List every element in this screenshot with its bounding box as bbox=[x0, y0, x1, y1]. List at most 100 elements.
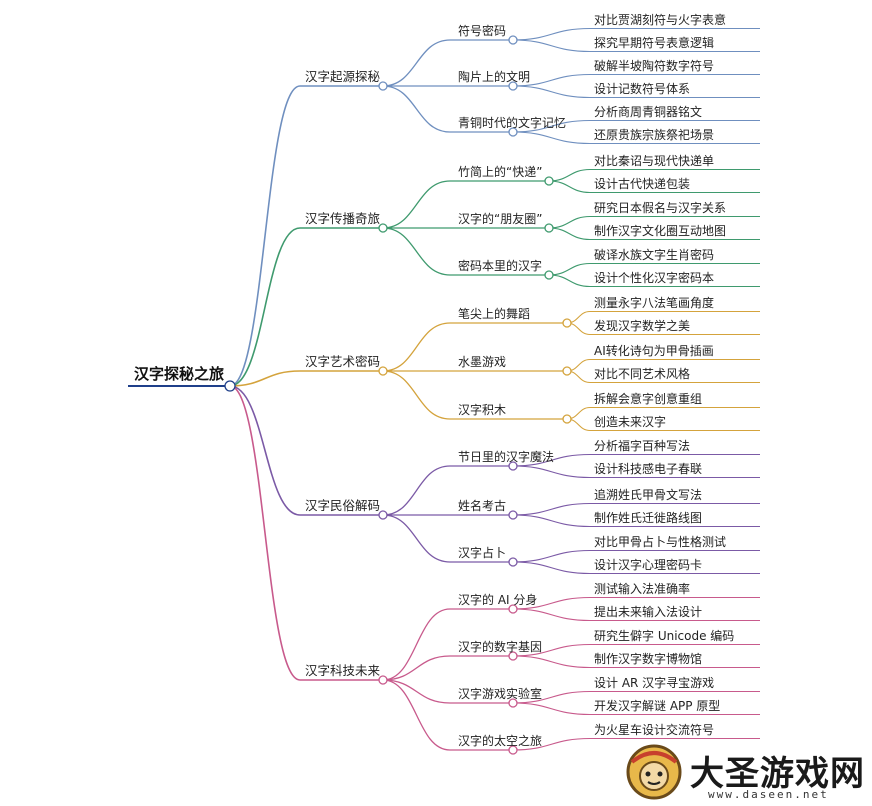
topic-node-icon bbox=[544, 223, 554, 233]
leaf-label: 开发汉字解谜 APP 原型 bbox=[594, 698, 721, 713]
branch-label: 汉字艺术密码 bbox=[305, 354, 381, 369]
connector-line bbox=[382, 679, 451, 704]
connector-line bbox=[512, 73, 591, 87]
branch-node-icon bbox=[378, 675, 388, 685]
connector-line bbox=[229, 370, 301, 387]
topic-node-icon bbox=[508, 698, 518, 708]
connector-line bbox=[382, 608, 451, 681]
connector-line bbox=[382, 180, 451, 229]
topic-label: 陶片上的文明 bbox=[458, 70, 531, 84]
connector-line bbox=[382, 39, 451, 87]
connector-line bbox=[512, 502, 591, 516]
topic-node-icon bbox=[508, 35, 518, 45]
connector-line bbox=[548, 180, 591, 194]
leaf-label: 设计汉字心理密码卡 bbox=[594, 557, 703, 572]
topic-node-icon bbox=[508, 81, 518, 91]
topic-label: 姓名考古 bbox=[458, 499, 507, 513]
leaf-label: 测试输入法准确率 bbox=[594, 581, 691, 596]
watermark-url: www.daseen.net bbox=[708, 788, 829, 801]
connector-line bbox=[229, 385, 301, 516]
root-node-label: 汉字探秘之旅 bbox=[134, 365, 225, 383]
topic-node-icon bbox=[508, 651, 518, 661]
connector-line bbox=[512, 690, 591, 704]
connector-line bbox=[382, 465, 451, 516]
leaf-label: 还原贵族宗族祭祀场景 bbox=[594, 127, 715, 142]
leaf-label: 为火星车设计交流符号 bbox=[594, 722, 715, 737]
leaf-label: 破解半坡陶符数字符号 bbox=[594, 58, 715, 73]
connector-line bbox=[229, 385, 301, 681]
topic-label: 竹简上的“快递” bbox=[458, 165, 543, 179]
branch-label: 汉字传播奇旅 bbox=[305, 211, 381, 226]
topic-label: 水墨游戏 bbox=[458, 355, 507, 369]
topic-node-icon bbox=[544, 176, 554, 186]
connector-line bbox=[512, 514, 591, 528]
watermark: 大圣游戏网 www.daseen.net bbox=[622, 740, 872, 806]
leaf-label: 制作汉字数字博物馆 bbox=[594, 651, 703, 666]
connector-line bbox=[382, 679, 451, 751]
connector-line bbox=[229, 227, 301, 387]
connector-line bbox=[548, 168, 591, 182]
topic-label: 汉字的 AI 分身 bbox=[458, 593, 538, 607]
leaf-label: 分析福字百种写法 bbox=[594, 438, 691, 453]
connector-line bbox=[382, 227, 451, 276]
connector-line bbox=[548, 227, 591, 241]
connector-line bbox=[382, 322, 451, 372]
leaf-label: 制作姓氏迁徙路线图 bbox=[594, 510, 703, 525]
connector-line bbox=[512, 27, 591, 41]
branch-label: 汉字民俗解码 bbox=[305, 498, 381, 513]
topic-label: 青铜时代的文字记忆 bbox=[458, 116, 567, 130]
connector-line bbox=[512, 643, 591, 657]
topic-label: 汉字的“朋友圈” bbox=[458, 212, 543, 226]
connector-line bbox=[512, 39, 591, 53]
connector-line bbox=[512, 655, 591, 669]
branch-node-icon bbox=[378, 81, 388, 91]
leaf-label: 制作汉字文化圈互动地图 bbox=[594, 223, 727, 238]
watermark-title: 大圣游戏网 bbox=[690, 754, 865, 794]
leaf-label: 追溯姓氏甲骨文写法 bbox=[594, 487, 703, 502]
connector-line bbox=[548, 262, 591, 276]
topic-label: 节日里的汉字魔法 bbox=[458, 450, 555, 464]
leaf-label: 对比甲骨占卜与性格测试 bbox=[594, 534, 727, 549]
connector-line bbox=[512, 131, 591, 145]
topic-node-icon bbox=[508, 461, 518, 471]
branch-node-icon bbox=[378, 366, 388, 376]
leaf-label: 拆解会意字创意重组 bbox=[594, 391, 703, 406]
topic-node-icon bbox=[508, 745, 518, 755]
connector-line bbox=[512, 85, 591, 99]
leaf-label: 设计 AR 汉字寻宝游戏 bbox=[594, 675, 715, 690]
topic-label: 汉字的数字基因 bbox=[458, 640, 543, 654]
connector-line bbox=[512, 702, 591, 716]
leaf-label: 设计个性化汉字密码本 bbox=[594, 270, 715, 285]
connector-line bbox=[548, 274, 591, 288]
connector-line bbox=[512, 453, 591, 467]
leaf-label: 分析商周青铜器铭文 bbox=[594, 104, 703, 119]
connector-line bbox=[512, 737, 591, 751]
leaf-label: AI转化诗句为甲骨插画 bbox=[594, 343, 714, 358]
connector-line bbox=[382, 370, 451, 420]
leaf-label: 研究日本假名与汉字关系 bbox=[594, 200, 727, 215]
topic-node-icon bbox=[562, 318, 572, 328]
leaf-label: 对比不同艺术风格 bbox=[594, 366, 691, 381]
leaf-label: 对比秦诏与现代快递单 bbox=[594, 153, 715, 168]
topic-node-icon bbox=[562, 414, 572, 424]
topic-node-icon bbox=[508, 510, 518, 520]
topic-label: 汉字积木 bbox=[458, 403, 507, 417]
connector-line bbox=[548, 215, 591, 229]
leaf-label: 设计古代快递包装 bbox=[594, 176, 691, 191]
branch-node-icon bbox=[378, 510, 388, 520]
connector-line bbox=[512, 596, 591, 610]
topic-label: 汉字的太空之旅 bbox=[458, 734, 543, 748]
topic-node-icon bbox=[562, 366, 572, 376]
topic-node-icon bbox=[508, 127, 518, 137]
connector-line bbox=[512, 465, 591, 479]
leaf-label: 研究生僻字 Unicode 编码 bbox=[594, 628, 735, 643]
root-node-icon bbox=[224, 380, 236, 392]
leaf-label: 对比贾湖刻符与火字表意 bbox=[594, 12, 727, 27]
topic-label: 笔尖上的舞蹈 bbox=[458, 307, 531, 321]
leaf-label: 破译水族文字生肖密码 bbox=[594, 247, 715, 262]
topic-label: 汉字占卜 bbox=[458, 546, 507, 560]
leaf-label: 设计科技感电子春联 bbox=[594, 461, 703, 476]
connector-line bbox=[512, 608, 591, 622]
